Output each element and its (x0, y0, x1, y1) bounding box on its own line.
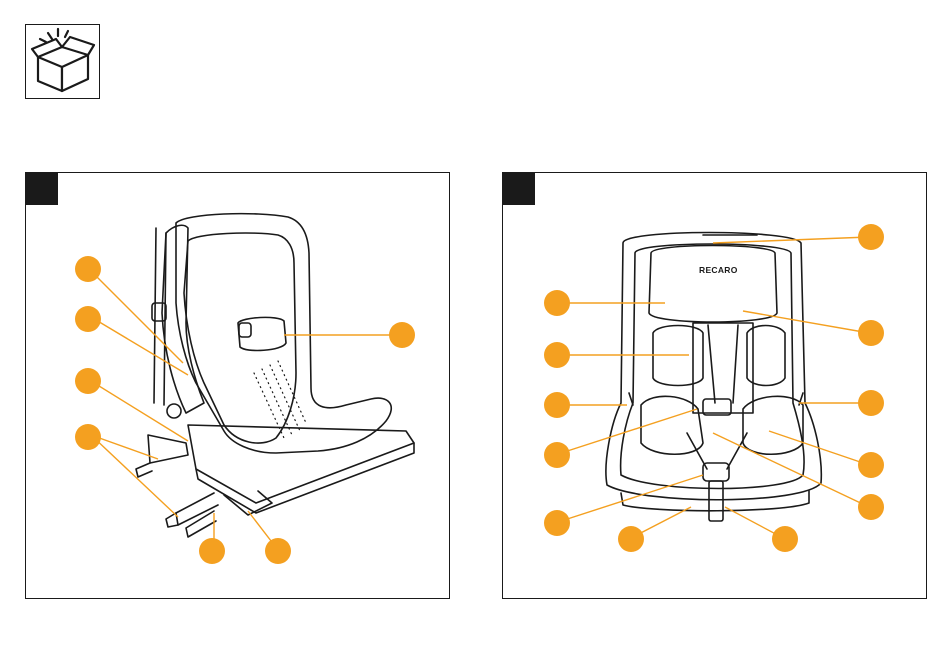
callout-marker (772, 526, 798, 552)
callout-marker (75, 424, 101, 450)
brand-logo: RECARO (699, 265, 738, 275)
callout-marker (544, 342, 570, 368)
callout-marker (265, 538, 291, 564)
callout-marker (544, 510, 570, 536)
side-view-panel (25, 172, 450, 599)
callout-marker (858, 390, 884, 416)
callout-marker (858, 452, 884, 478)
callout-marker (544, 290, 570, 316)
callout-marker (858, 320, 884, 346)
callout-marker (389, 322, 415, 348)
front-view-drawing: RECARO (503, 173, 928, 600)
callout-marker (618, 526, 644, 552)
callout-marker (544, 392, 570, 418)
callout-marker (544, 442, 570, 468)
callout-marker (858, 494, 884, 520)
callout-marker (75, 256, 101, 282)
callout-marker (75, 368, 101, 394)
package-contents-icon (25, 24, 100, 99)
callout-marker (199, 538, 225, 564)
callout-marker (75, 306, 101, 332)
side-view-drawing (26, 173, 451, 600)
callout-marker (858, 224, 884, 250)
front-view-panel: RECARO (502, 172, 927, 599)
